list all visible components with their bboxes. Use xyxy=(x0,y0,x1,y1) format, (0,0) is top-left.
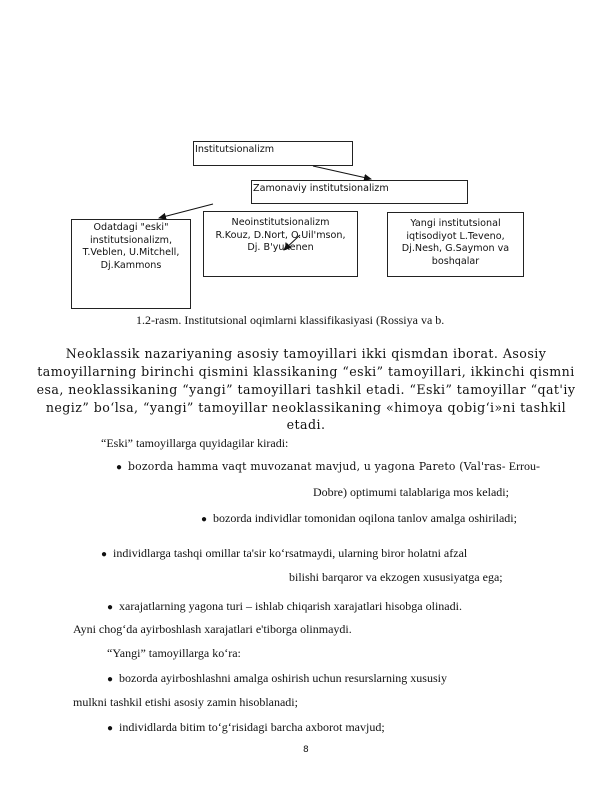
eski-item-3-text: individlarga tashqi omillar ta'sir ko‘rs… xyxy=(113,546,468,560)
yangi-line: iqtisodiyot L.Teveno, xyxy=(406,230,505,242)
paragraph-line: negiz” bo‘lsa, “yangi” tamoyillar neokla… xyxy=(45,400,567,415)
odatdagi-line: Odatdagi "eski" xyxy=(93,222,169,233)
zamonaviy-label: Zamonaviy institutsionalizm xyxy=(253,183,389,194)
eski-item-4-text: xarajatlarning yagona turi – ishlab chiq… xyxy=(119,599,462,613)
arrow-to-zamonaviy xyxy=(312,165,372,181)
paragraph-line: esa, neoklassikaning “yangi” tamoyillari… xyxy=(36,382,576,397)
eski-item-3-cont: bilishi barqaror va ekzogen xususiyatga … xyxy=(289,570,503,584)
yangi-intro: “Yangi” tamoyillarga ko‘ra: xyxy=(107,646,241,660)
institutsionalizm-label: Institutsionalizm xyxy=(195,144,275,155)
yangi-item-2: ● individlarda bitim to‘g‘risidagi barcha… xyxy=(107,720,385,735)
eski-item-1-end: Errou- xyxy=(505,459,541,473)
bullet-icon: ● xyxy=(101,549,108,560)
institutsionalizm-box: Institutsionalizm xyxy=(193,141,353,166)
zamonaviy-box: Zamonaviy institutsionalizm xyxy=(251,180,468,204)
arrow-to-odatdagi xyxy=(158,203,214,220)
eski-item-2-text: bozorda individlar tomonidan oqilona tan… xyxy=(213,511,517,525)
page-number: 8 xyxy=(303,745,309,755)
bullet-icon: ● xyxy=(116,462,123,473)
bullet-icon: ● xyxy=(107,602,114,613)
neo-line: R.Kouz, D.Nort, O.Uil'mson, xyxy=(215,229,346,241)
bullet-icon: ● xyxy=(107,723,114,734)
yangi-item-1-cont: mulkni tashkil etishi asosiy zamin hisob… xyxy=(73,695,298,709)
eski-item-2: ● bozorda individlar tomonidan oqilona ta… xyxy=(201,511,517,526)
odatdagi-line: T.Veblen, U.Mitchell, xyxy=(82,247,180,258)
neo-line: Dj. B'yukenen xyxy=(247,242,314,253)
yangi-item-1-text: bozorda ayirboshlashni amalga oshirish u… xyxy=(119,671,447,685)
paragraph-line: etadi. xyxy=(286,417,326,432)
paragraph-line: Neoklassik nazariyaning asosiy tamoyilla… xyxy=(65,346,547,361)
bullet-icon: ● xyxy=(201,514,208,525)
eski-item-1: ● bozorda hamma vaqt muvozanat mavjud, u … xyxy=(116,459,540,474)
yangi-item-2-text: individlarda bitim to‘g‘risidagi barcha … xyxy=(119,720,385,734)
eski-item-4: ● xarajatlarning yagona turi – ishlab chi… xyxy=(107,599,462,614)
eski-item-1-cont: Dobre) optimumi talablariga mos keladi; xyxy=(313,485,509,499)
odatdagi-box: Odatdagi "eski" institutsionalizm, T.Veb… xyxy=(71,219,191,309)
odatdagi-line: institutsionalizm, xyxy=(89,234,173,246)
neo-line: Neoinstitutsionalizm xyxy=(231,217,330,228)
eski-item-3: ● individlarga tashqi omillar ta'sir ko‘r… xyxy=(101,546,467,561)
eski-item-4-cont: Ayni chog‘da ayirboshlash xarajatlari e'… xyxy=(73,622,352,636)
paragraph-line: tamoyillarning birinchi qismini klassika… xyxy=(37,364,575,379)
neo-box: Neoinstitutsionalizm R.Kouz, D.Nort, O.U… xyxy=(203,211,358,277)
yangi-line: Yangi institutsional xyxy=(410,218,501,229)
figure-caption: 1.2-rasm. Institutsional oqimlarni klass… xyxy=(136,313,445,327)
eski-item-1-text: bozorda hamma vaqt muvozanat mavjud, u y… xyxy=(128,460,506,473)
arrow-to-neo xyxy=(283,234,301,251)
odatdagi-line: Dj.Kammons xyxy=(100,259,162,271)
yangi-item-1: ● bozorda ayirboshlashni amalga oshirish … xyxy=(107,671,447,686)
yangi-line: boshqalar xyxy=(431,255,480,267)
yangi-box: Yangi institutsional iqtisodiyot L.Teven… xyxy=(387,212,524,277)
eski-intro: “Eski” tamoyillarga quyidagilar kiradi: xyxy=(101,436,289,450)
bullet-icon: ● xyxy=(107,674,114,685)
yangi-line: Dj.Nesh, G.Saymon va xyxy=(401,243,510,254)
